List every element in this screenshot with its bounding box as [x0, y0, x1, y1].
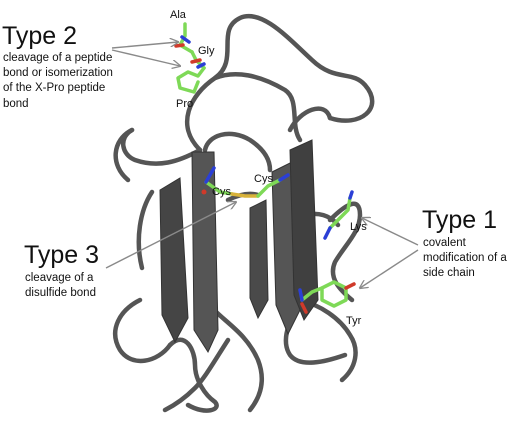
type2-desc-line: bond or isomerization: [3, 67, 113, 80]
type2-desc-line: of the X-Pro peptide: [3, 82, 106, 95]
annotation-arrows: [105, 42, 419, 288]
residue-label-lys: Lys: [350, 221, 367, 233]
arrow-type3-to-disulfide: [105, 202, 236, 269]
type2-title: Type 2: [2, 22, 78, 50]
type1-title: Type 1: [422, 206, 498, 234]
residue-label-pro: Pro: [176, 98, 193, 110]
disulfide-residues: [201, 166, 290, 198]
ala-gly-pro-residues: [174, 22, 206, 94]
type1-desc-line: modification of a: [423, 252, 507, 265]
tyr-residue: [298, 280, 356, 314]
residue-label-gly: Gly: [198, 45, 215, 57]
type1-desc-line: covalent: [423, 237, 466, 249]
residue-label-ala: Ala: [170, 9, 187, 21]
arrow-type2-to-pro: [111, 49, 180, 66]
arrow-type1-to-lys: [362, 218, 419, 246]
type2-description: cleavage of a peptide bond or isomerizat…: [3, 51, 113, 112]
type3-description: cleavage of a disulfide bond: [25, 271, 96, 301]
type3-title: Type 3: [24, 241, 100, 269]
type1-desc-line: side chain: [423, 267, 475, 280]
arrow-type1-to-tyr: [360, 249, 419, 288]
type1-description: covalent modification of a side chain: [423, 236, 507, 282]
type3-desc-line: cleavage of a: [25, 272, 94, 284]
type3-desc-line: disulfide bond: [25, 287, 96, 300]
arrow-type2-to-gly: [111, 42, 178, 49]
type2-desc-line: cleavage of a peptide: [3, 52, 113, 64]
backbone-coil: [113, 13, 375, 413]
residue-label-tyr: Tyr: [346, 315, 362, 327]
lys-residue: [323, 190, 354, 240]
residue-label-cys-left: Cys: [212, 186, 231, 198]
residue-label-cys-right: Cys: [254, 173, 273, 185]
type2-desc-line: bond: [3, 97, 29, 110]
beta-sheet: [159, 139, 319, 354]
